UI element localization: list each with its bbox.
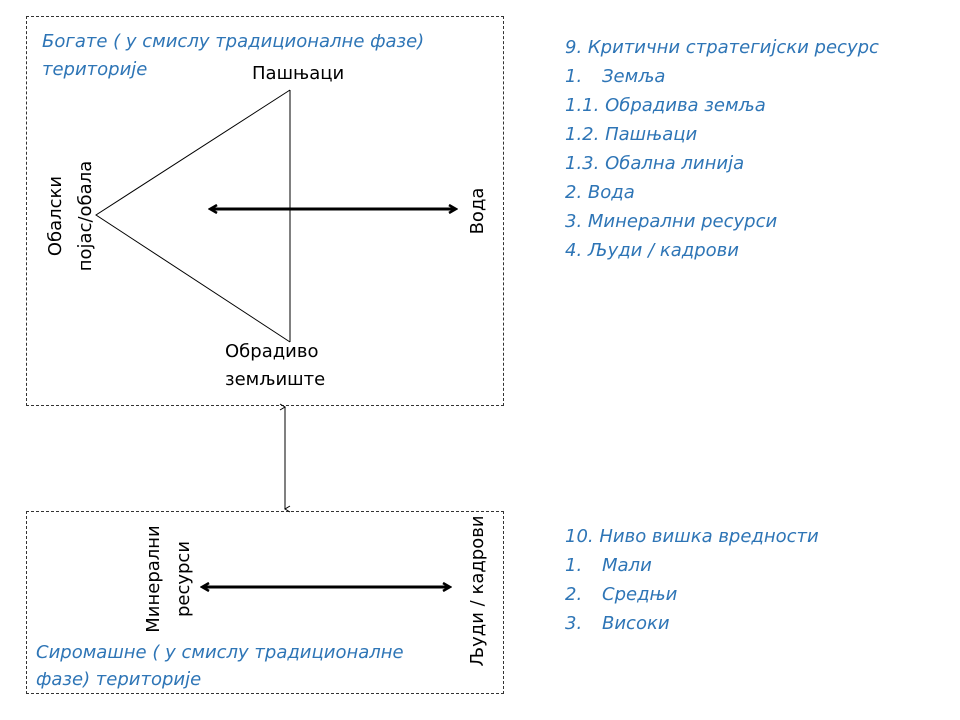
list-item: 3. Минерални ресурси [565,211,778,232]
list-item: 4. Људи / кадрови [565,240,739,261]
arable-label-line2: земљиште [225,369,326,390]
list-item: 1.3. Обална линија [565,153,745,174]
minerals-label-line2: ресурси [173,540,194,618]
people-label: Људи / кадрови [467,515,488,667]
minerals-label-line1: Минерални [143,525,164,633]
rich-territories-box [26,16,504,406]
poor-title-line2: фазе) територије [36,669,202,690]
poor-title-line1: Сиромашне ( у смислу традиционалне [36,642,404,663]
coastal-label-line2: појас/обала [75,160,96,272]
list-item: 1.Мали [565,555,652,576]
list-item: 2.Средњи [565,584,678,605]
list-item: 1.2. Пашњаци [565,124,698,145]
arable-label-line1: Обрадиво [225,341,319,362]
triangle [95,89,291,343]
coastal-label: Обалски појас/обала [41,161,101,271]
poor-territories-box [26,511,504,694]
minerals-label: Минерални ресурси [139,525,199,633]
list-item: 2. Вода [565,182,635,203]
rich-title-line1: Богате ( у смислу традиционалне фазе) [42,31,425,52]
arable-land-label: Обрадиво земљиште [225,338,325,394]
list-title: 9. Критични стратегијски ресурс [565,37,879,58]
coastal-label-line1: Обалски [45,175,66,257]
water-label: Вода [467,187,488,235]
rich-title-line2: територије [42,59,148,80]
list-item: 3.Високи [565,613,670,634]
critical-resources-list: 9. Критични стратегијски ресурс 1.Земља … [565,33,879,265]
pastures-label: Пашњаци [252,63,345,84]
list-item: 1.1. Обрадива земља [565,95,766,116]
list-title: 10. Ниво вишка вредности [565,526,819,547]
list-item: 1.Земља [565,66,666,87]
surplus-value-list: 10. Ниво вишка вредности 1.Мали 2.Средњи… [565,522,819,638]
